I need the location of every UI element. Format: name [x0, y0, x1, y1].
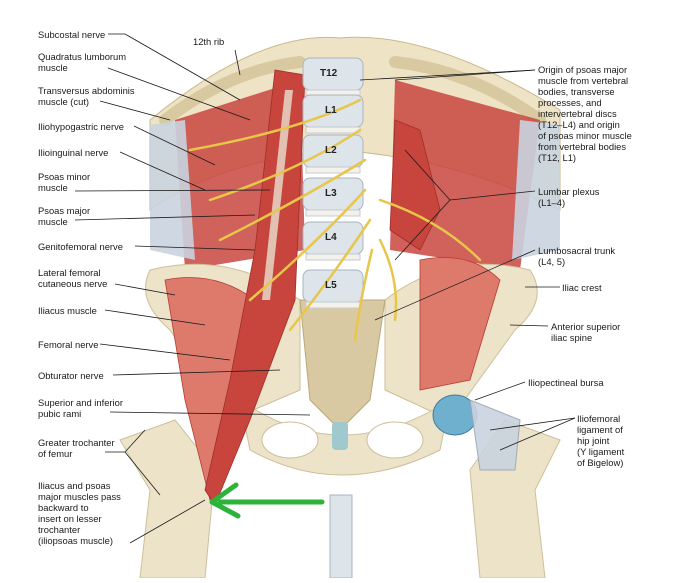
vertebra-label-l5: L5	[325, 280, 337, 291]
twelfth-rib-right	[389, 56, 546, 126]
leader-line	[404, 149, 451, 201]
twelfth-rib-left	[159, 56, 306, 126]
label-subcostal-nerve: Subcostal nerve	[38, 29, 106, 40]
vertebra-label-l2: L2	[325, 145, 337, 156]
vertebral-column	[302, 57, 364, 309]
leader-line	[133, 125, 216, 166]
leader-line	[489, 417, 576, 431]
leader-line	[234, 49, 241, 76]
leader-line	[394, 199, 451, 261]
leader-line	[119, 151, 206, 191]
leader-line	[108, 33, 241, 101]
green-arrow	[209, 482, 325, 519]
leader-line	[112, 369, 281, 376]
leader-line	[99, 100, 171, 121]
label-obturator-nerve: Obturator nerve	[38, 370, 104, 381]
intervertebral-disc	[305, 209, 361, 217]
vertebra-label-t12: T12	[320, 68, 338, 79]
obturator-foramen-right	[366, 421, 424, 459]
leader-line	[374, 249, 536, 321]
label-iliopsoas: Iliacus and psoas major muscles pass bac…	[38, 480, 121, 546]
label-iliopectineal-bursa: Iliopectineal bursa	[528, 377, 604, 388]
label-femoral-nerve: Femoral nerve	[38, 339, 99, 350]
label-pubic-rami: Superior and inferior pubic rami	[38, 397, 123, 419]
label-ilioinguinal-nerve: Ilioinguinal nerve	[38, 147, 109, 158]
label-lateral-femoral-cutaneous: Lateral femoral cutaneous nerve	[38, 267, 108, 289]
leader-line	[104, 309, 206, 326]
leader-line	[359, 69, 536, 81]
iliacus-right-cut	[419, 257, 501, 391]
label-psoas-major: Psoas major muscle	[38, 205, 91, 227]
lower-spine-segment	[329, 494, 353, 579]
label-transversus-abdominis: Transversus abdominis muscle (cut)	[38, 85, 135, 107]
intervertebral-disc	[305, 301, 361, 309]
label-lumbosacral-trunk: Lumbosacral trunk (L4, 5)	[538, 245, 616, 267]
psoas-minor-left	[262, 90, 293, 300]
label-quadratus-lumborum: Quadratus lumborum muscle	[38, 51, 127, 73]
label-iliohypogastric-nerve: Iliohypogastric nerve	[38, 121, 124, 132]
leader-line	[449, 190, 536, 201]
sacrum	[299, 299, 386, 431]
leader-line	[109, 411, 311, 416]
label-12th-rib: 12th rib	[193, 36, 225, 47]
leader-lines	[74, 33, 576, 544]
leader-line	[129, 499, 206, 544]
label-lumbar-plexus: Lumbar plexus (L1–4)	[538, 186, 600, 208]
vertebra-label-l1: L1	[325, 105, 337, 116]
leader-line	[74, 189, 271, 192]
intervertebral-disc	[305, 166, 361, 174]
obturator-foramen-left	[261, 421, 319, 459]
nerves	[188, 98, 482, 342]
label-genitofemoral-nerve: Genitofemoral nerve	[38, 241, 123, 252]
label-greater-trochanter: Greater trochanter of femur	[38, 437, 115, 459]
leader-line	[107, 67, 251, 121]
label-iliofemoral-ligament: Iliofemoral ligament of hip joint (Y lig…	[577, 413, 625, 468]
label-iliac-crest: Iliac crest	[562, 282, 602, 293]
label-psoas-minor: Psoas minor muscle	[38, 171, 91, 193]
leader-line	[114, 283, 176, 296]
leader-line	[394, 69, 536, 81]
psoas-major-right-cut	[389, 119, 441, 251]
iliofemoral-ligament	[469, 399, 521, 471]
transversus-cut-left	[150, 120, 195, 260]
vertebra-label-l4: L4	[325, 232, 337, 243]
label-iliacus-muscle: Iliacus muscle	[38, 305, 97, 316]
pubic-symphysis	[332, 422, 348, 450]
leader-line	[474, 381, 526, 401]
intervertebral-disc	[305, 126, 361, 134]
leader-line	[124, 451, 161, 496]
leader-line	[499, 417, 576, 451]
leader-line	[99, 343, 231, 361]
intervertebral-disc	[305, 253, 361, 261]
leader-line	[134, 245, 256, 251]
label-anterior-superior-iliac-spine: Anterior superior iliac spine	[551, 321, 621, 343]
transversus-cut-right	[512, 120, 560, 260]
vertebra-label-l3: L3	[325, 188, 337, 199]
leader-line	[509, 324, 549, 327]
label-psoas-origin: Origin of psoas major muscle from verteb…	[538, 64, 632, 163]
leader-line	[74, 214, 256, 221]
